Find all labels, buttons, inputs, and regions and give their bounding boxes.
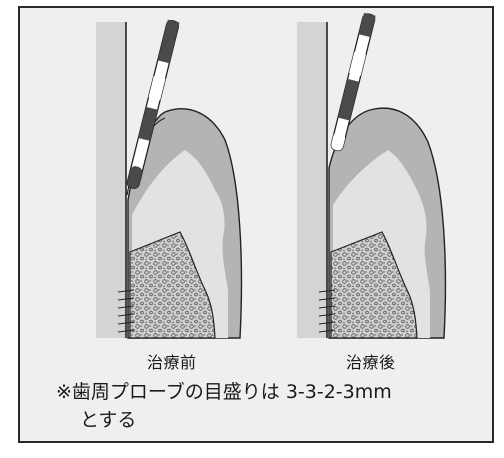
panel-after-illustration — [297, 12, 447, 339]
periodontal-probe-before — [126, 19, 180, 189]
probe-scale-note: ※歯周プローブの目盛りは 3-3-2-3mm — [56, 381, 392, 403]
alveolar-bone-after — [330, 231, 418, 339]
tooth-root-before — [96, 22, 126, 338]
alveolar-bone-before — [129, 231, 216, 339]
caption-before: 治療前 — [147, 353, 197, 372]
tooth-root-after — [297, 22, 327, 338]
probe-scale-note-cont: とする — [80, 409, 137, 431]
periodontal-probe-after — [330, 12, 376, 152]
caption-after: 治療後 — [346, 353, 396, 372]
panel-before-illustration — [96, 19, 243, 339]
